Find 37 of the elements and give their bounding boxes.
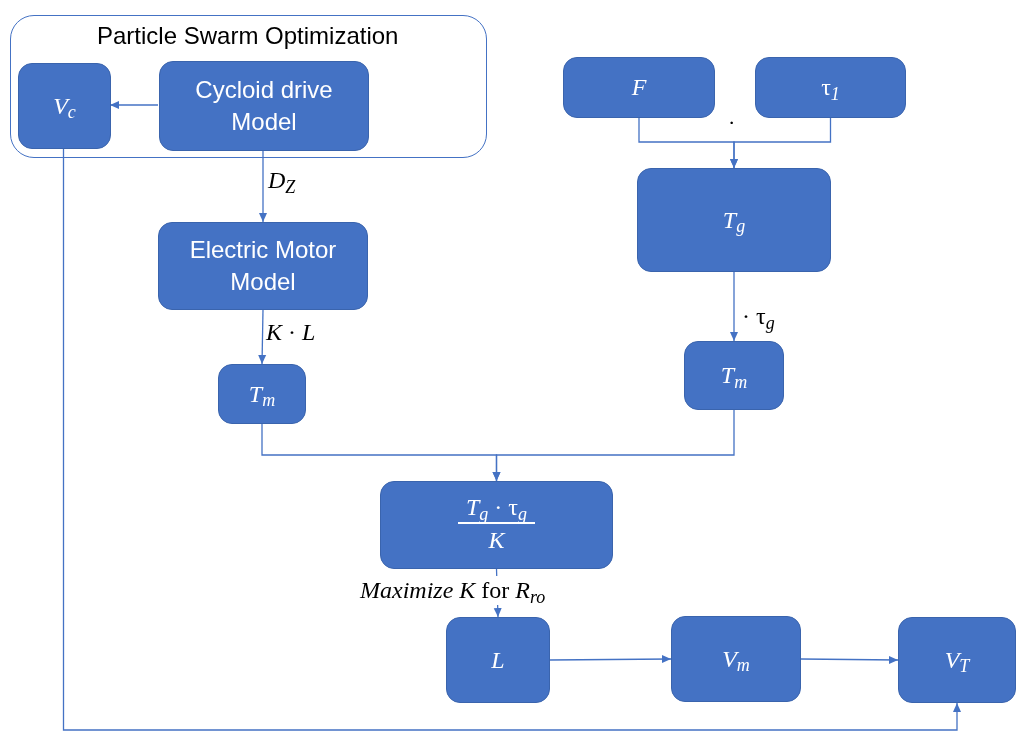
node-text: T$_{g}$ — [721, 205, 747, 237]
process-box — [671, 616, 801, 702]
process-box — [446, 617, 550, 703]
group-frame — [10, 15, 487, 158]
fraction-denominator: K — [487, 526, 507, 556]
node-text: Electric Motor Model — [188, 234, 338, 297]
node-text: Cycloid drive Model — [194, 74, 334, 137]
arrow — [62, 147, 961, 731]
process-box — [380, 481, 613, 569]
arrow — [109, 101, 159, 109]
process-box — [898, 617, 1016, 703]
node-text: V$_{c}$ — [52, 91, 77, 123]
arrow — [258, 309, 267, 365]
arrow — [730, 271, 738, 342]
process-box — [637, 168, 831, 272]
node-text: T$_{m}$ — [719, 361, 749, 392]
process-box — [218, 364, 306, 424]
node-text: F — [630, 73, 648, 103]
process-box — [159, 61, 369, 151]
arrow — [800, 655, 899, 664]
node-text: T$_{m}$ — [247, 379, 277, 411]
operator-label: · — [728, 112, 736, 134]
process-box — [755, 57, 906, 118]
arrow — [730, 117, 832, 169]
process-box — [158, 222, 368, 310]
arrow — [492, 409, 735, 482]
process-box — [684, 341, 784, 410]
node-text: V$_{T}$ — [943, 645, 972, 677]
edge-label: Maximize K for R$_{ro}$ — [360, 576, 546, 605]
process-box — [18, 63, 111, 149]
arrow — [549, 655, 672, 664]
arrow — [259, 149, 267, 223]
node-text: V$_{m}$ — [721, 644, 751, 676]
node-text: τ$_{1}$ — [820, 73, 841, 104]
process-box — [563, 57, 715, 118]
node-text: L — [490, 645, 506, 675]
group-title: Particle Swarm Optimization — [97, 21, 399, 51]
